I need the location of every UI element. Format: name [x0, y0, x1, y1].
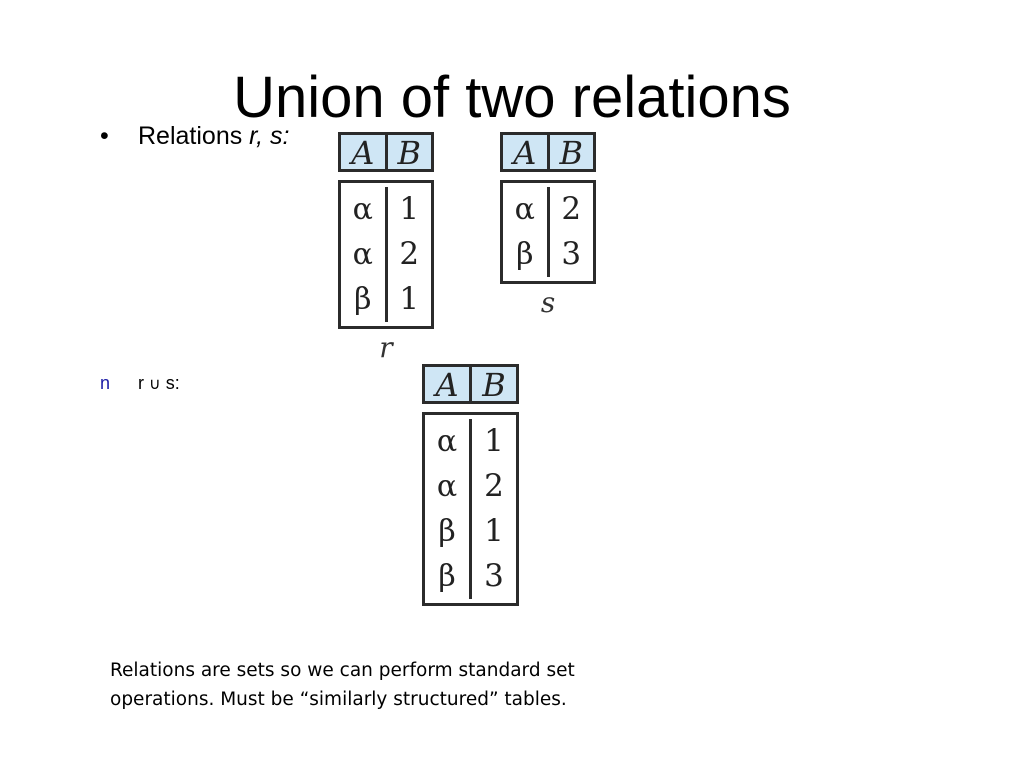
column-header-b: B — [469, 367, 516, 403]
table-cell: β — [438, 559, 456, 594]
column-header-b: B — [384, 135, 432, 171]
column-b-values: 2 3 — [546, 187, 594, 277]
union-left-operand: r — [138, 373, 149, 393]
table-cell: 2 — [484, 468, 504, 504]
relation-r-body: α α β 1 2 1 — [338, 180, 434, 329]
table-cell: 1 — [484, 513, 504, 549]
table-cell: α — [352, 192, 373, 227]
column-b-values: 1 2 1 — [384, 187, 432, 322]
column-header-a: A — [435, 366, 459, 404]
relation-union-body: α α β β 1 2 1 3 — [422, 412, 519, 606]
column-b-values: 1 2 1 3 — [469, 419, 516, 599]
union-symbol: ∪ — [149, 374, 161, 393]
column-header-a: A — [513, 134, 537, 172]
table-cell: α — [436, 424, 458, 459]
table-cell: 2 — [399, 236, 420, 272]
union-right-operand: s: — [160, 373, 180, 393]
table-cell: β — [516, 237, 534, 272]
column-a-values: α α β β — [425, 419, 469, 599]
relation-union-table: A B α α β β 1 2 1 3 — [422, 364, 519, 606]
footnote-line: Relations are sets so we can perform sta… — [110, 660, 575, 681]
table-cell: β — [354, 282, 372, 317]
footnote-text: Relations are sets so we can perform sta… — [110, 656, 670, 714]
relation-s-header: A B — [500, 132, 596, 172]
table-cell: β — [438, 514, 456, 549]
column-header-b: B — [546, 135, 594, 171]
table-cell: 3 — [484, 558, 504, 594]
bullet-marker: n — [100, 373, 111, 393]
table-cell: α — [436, 469, 458, 504]
table-cell: 1 — [399, 281, 420, 317]
relation-r-label: r — [379, 331, 393, 364]
slide-title: Union of two relations — [233, 65, 791, 130]
relation-r-header: A B — [338, 132, 434, 172]
bullet-dot: • — [100, 122, 109, 150]
relation-s-label: s — [540, 286, 556, 319]
table-cell: 2 — [561, 191, 582, 227]
union-expression: n r ∪ s: — [100, 370, 180, 397]
table-cell: 3 — [561, 236, 582, 272]
column-header-a: A — [351, 134, 375, 172]
relation-s-body: α β 2 3 — [500, 180, 596, 284]
table-cell: 1 — [399, 191, 420, 227]
table-cell: α — [352, 237, 373, 272]
column-a-values: α α β — [341, 187, 385, 322]
relation-r-table: A B α α β 1 2 1 r — [338, 132, 434, 365]
footnote-line: operations. Must be “similarly structure… — [110, 689, 567, 710]
table-cell: α — [514, 192, 535, 227]
table-cell: 1 — [484, 423, 504, 459]
relation-union-header: A B — [422, 364, 519, 404]
bullet-italic-text: r, s: — [249, 122, 290, 150]
column-a-values: α β — [503, 187, 547, 277]
relations-bullet: • Relations r, s: — [100, 120, 289, 152]
relation-s-table: A B α β 2 3 s — [500, 132, 596, 320]
bullet-text: Relations — [138, 122, 250, 150]
